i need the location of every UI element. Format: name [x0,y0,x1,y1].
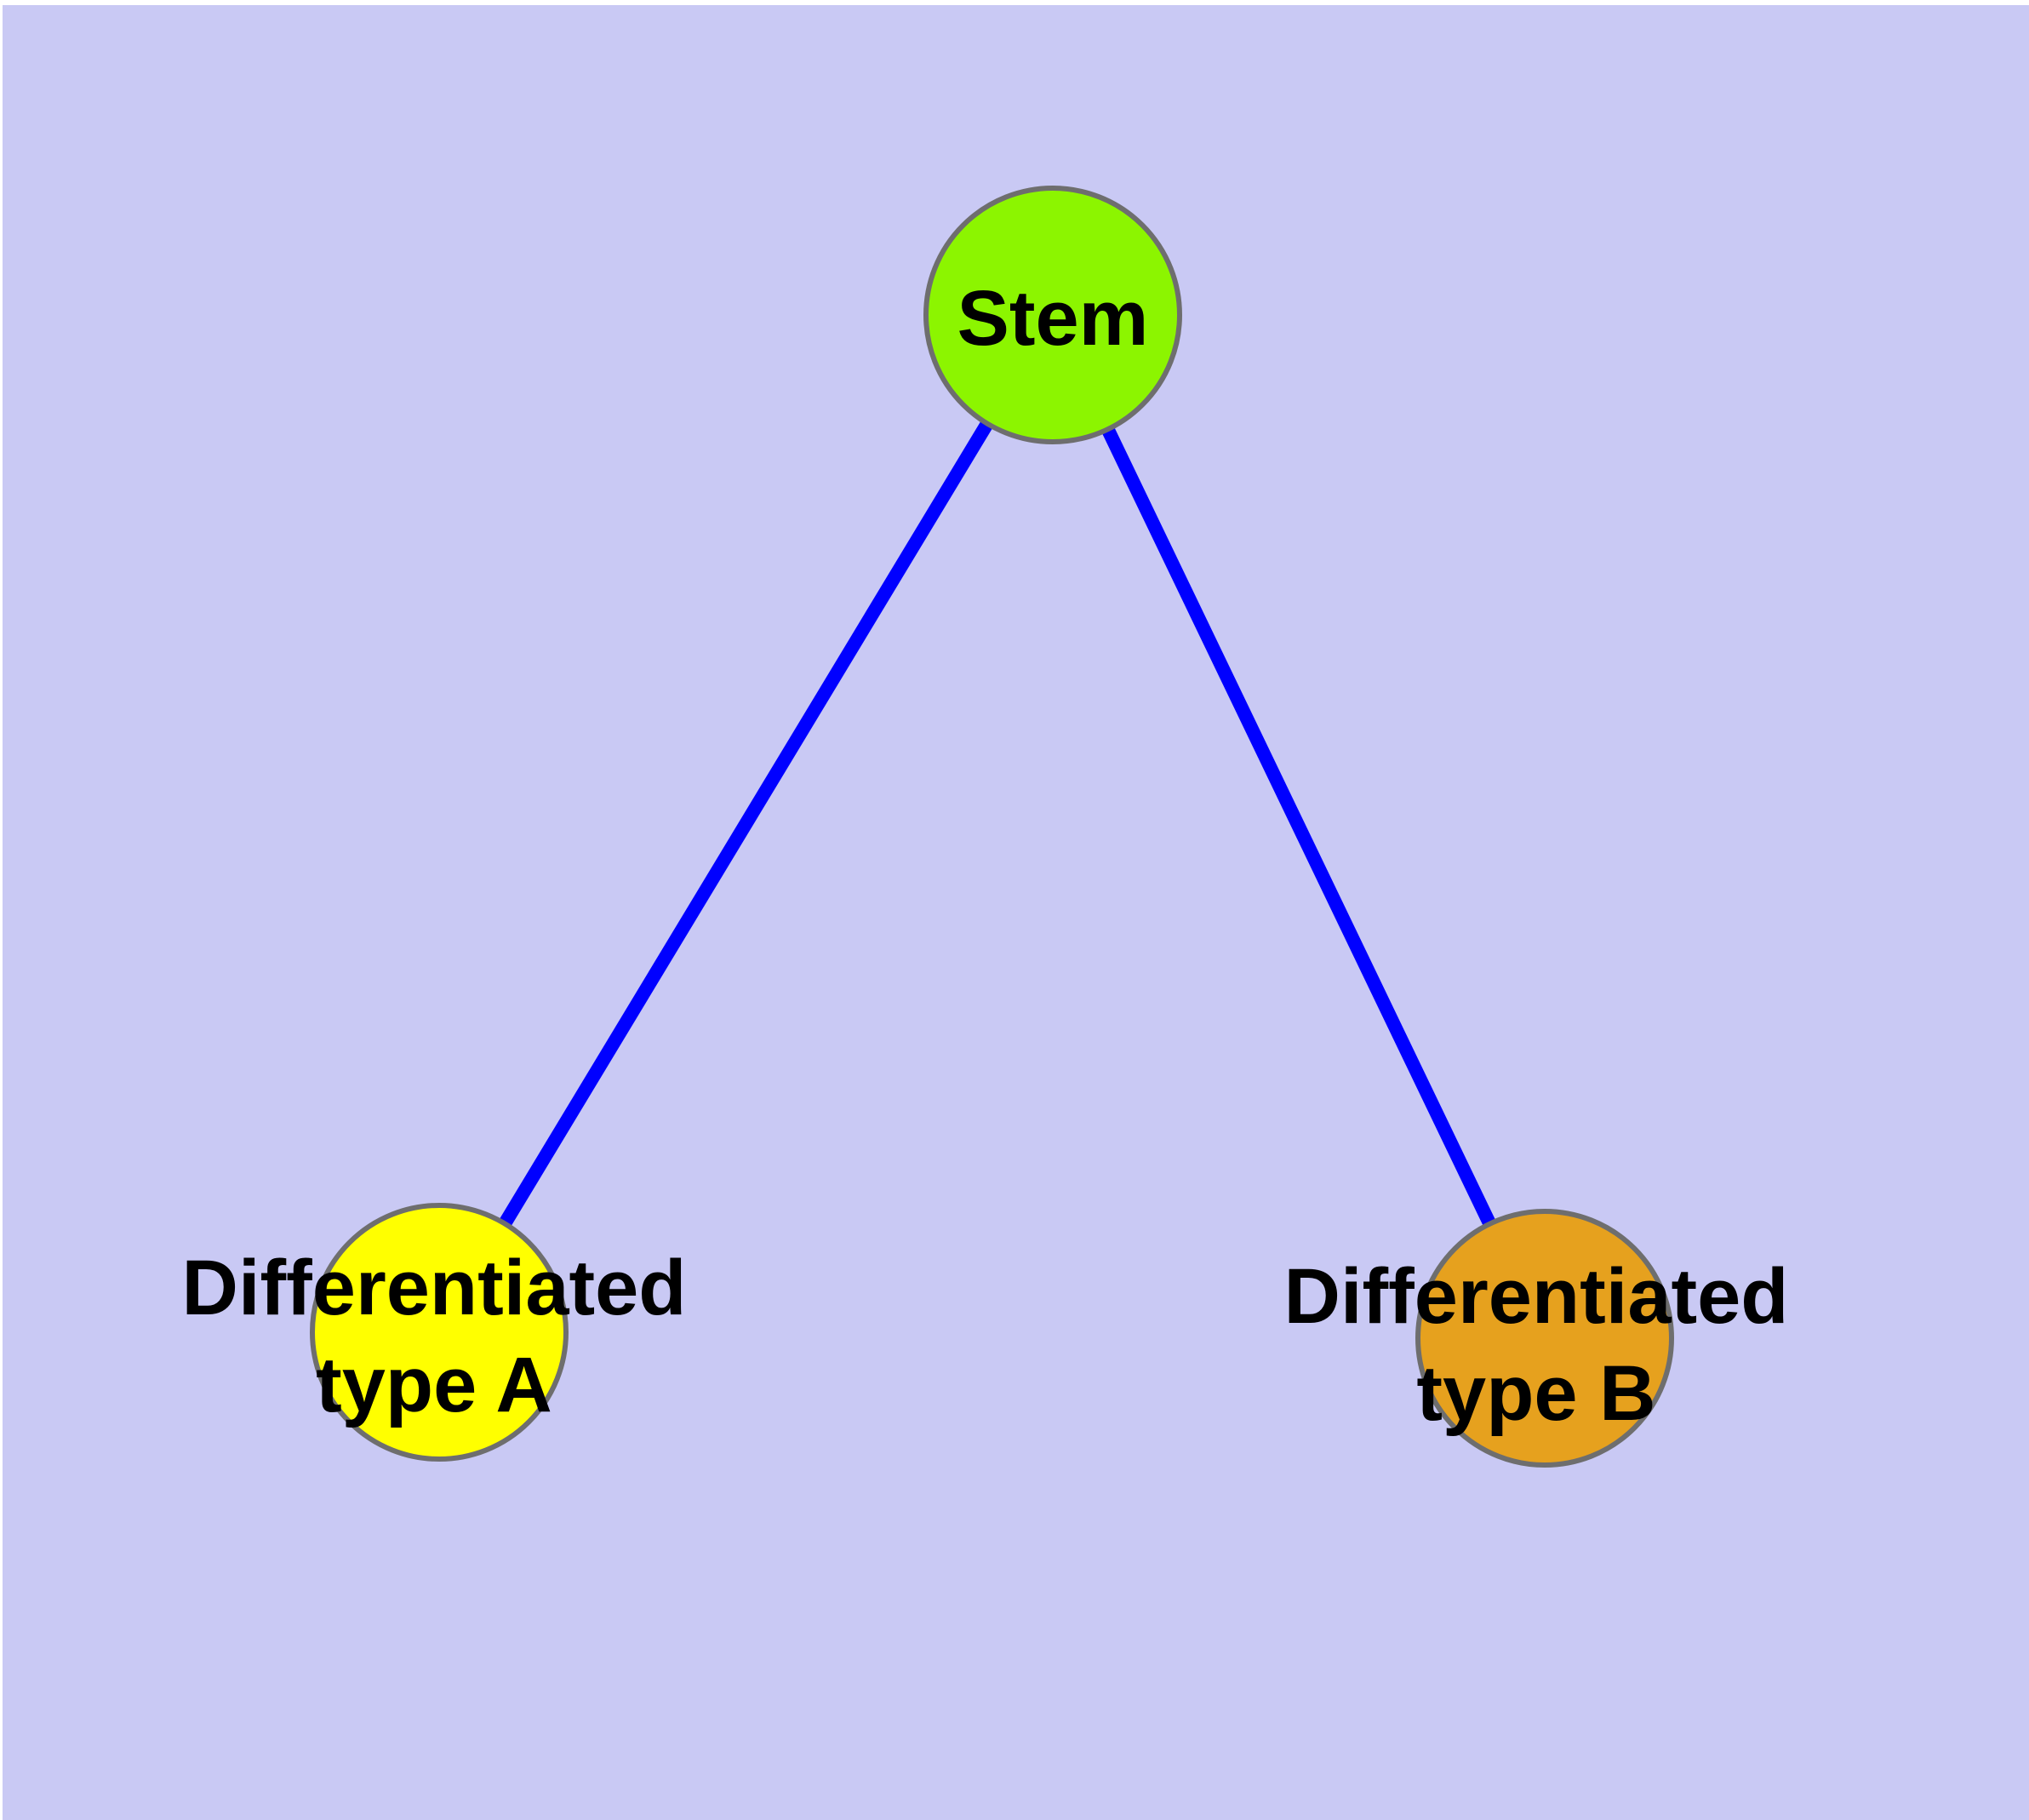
node-type-b [1415,1209,1674,1468]
edge-stem-to-type-a [433,311,1059,1336]
edge-stem-to-type-b [1046,312,1552,1342]
node-stem [923,186,1182,444]
node-type-a [310,1203,569,1462]
